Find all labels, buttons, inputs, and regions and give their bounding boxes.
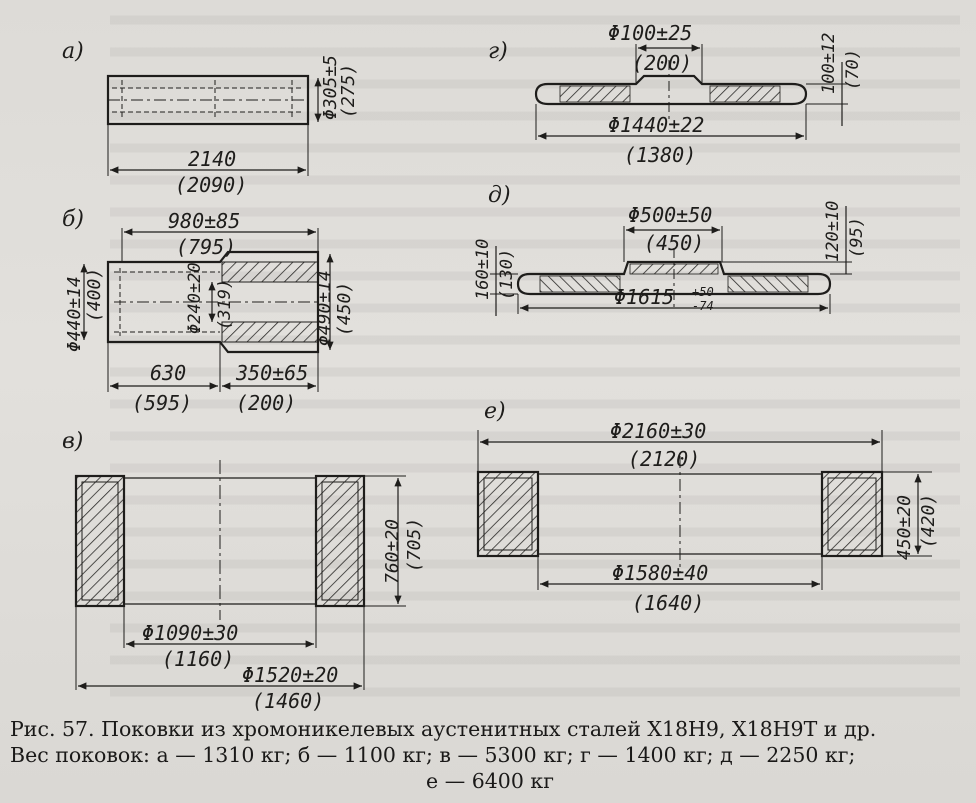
label-g: г) <box>488 39 508 64</box>
v-inner: Φ1090±30 <box>142 621 238 645</box>
b-left-diam-ref: (400) <box>84 268 105 322</box>
forging-g: г) Φ100±25 (200) 100±12 (70) Φ1440±22 (1… <box>488 21 863 167</box>
caption-line-3: е — 6400 кг <box>426 769 554 793</box>
v-inner-ref: (1160) <box>162 647 234 671</box>
forging-v: в) 760±20 (705) Φ1090±30 (1160) Φ1520±20… <box>62 429 425 712</box>
forging-d: д) Φ500±50 (450) 120±10 (95) 160±10 (130… <box>473 183 867 316</box>
figure-caption: Рис. 57. Поковки из хромоникелевых аусте… <box>10 716 970 794</box>
v-outer: Φ1520±20 <box>242 663 338 687</box>
b-right-diam-ref: (450) <box>334 282 355 336</box>
b-len1: 630 <box>150 361 186 385</box>
b-left-diam: Φ440±14 <box>64 276 85 352</box>
caption-line-1: Рис. 57. Поковки из хромоникелевых аусте… <box>10 717 877 741</box>
e-outer: Φ2160±30 <box>610 419 706 443</box>
forging-a: а) 2140 (2090) Φ305±5 (275) <box>62 39 359 197</box>
d-hub-ref: (450) <box>644 231 704 255</box>
e-height-ref: (420) <box>918 494 939 548</box>
bleed-through-text <box>0 0 976 712</box>
a-length: 2140 <box>188 147 236 171</box>
label-v: в) <box>62 429 83 454</box>
b-top-ref: (795) <box>176 235 236 259</box>
g-diam: Φ1440±22 <box>608 113 704 137</box>
b-top: 980±85 <box>168 209 240 233</box>
b-right-diam: Φ490±14 <box>314 270 335 346</box>
d-hub-h-ref: (95) <box>847 217 867 258</box>
label-a: а) <box>62 39 84 64</box>
g-hub: Φ100±25 <box>608 21 692 45</box>
b-len2: 350±65 <box>235 361 308 385</box>
g-diam-ref: (1380) <box>624 143 696 167</box>
v-height-ref: (705) <box>404 518 425 572</box>
d-hub-h: 120±10 <box>823 201 843 262</box>
a-diameter-ref: (275) <box>338 64 359 118</box>
g-thick: 100±12 <box>819 33 839 94</box>
label-e: е) <box>484 399 506 424</box>
v-height: 760±20 <box>382 519 403 584</box>
e-outer-ref: (2120) <box>628 447 700 471</box>
b-len1-ref: (595) <box>132 391 192 415</box>
a-diameter: Φ305±5 <box>320 55 341 120</box>
d-thick-ref: (130) <box>497 249 517 300</box>
b-bore: Φ240±20 <box>185 262 205 334</box>
e-inner: Φ1580±40 <box>612 561 708 585</box>
caption-line-2: Вес поковок: а — 1310 кг; б — 1100 кг; в… <box>10 743 856 767</box>
a-length-ref: (2090) <box>175 173 247 197</box>
d-thick: 160±10 <box>473 239 493 300</box>
forging-e: е) Φ2160±30 (2120) 450±20 (420) Φ1580±40… <box>476 399 939 615</box>
e-inner-ref: (1640) <box>632 591 704 615</box>
e-height: 450±20 <box>894 495 915 560</box>
d-diam-tol-up: +50 <box>692 285 714 299</box>
b-len2-ref: (200) <box>236 391 296 415</box>
d-diam: Φ1615 <box>614 285 674 309</box>
g-hub-ref: (200) <box>632 51 692 75</box>
d-diam-tol-dn: -74 <box>692 299 714 313</box>
label-d: д) <box>488 183 511 208</box>
forgings-figure: а) 2140 (2090) Φ305±5 (275) б) 980±85 (7… <box>0 0 976 712</box>
label-b: б) <box>62 207 84 232</box>
d-hub: Φ500±50 <box>628 203 712 227</box>
forging-b: б) 980±85 (795) Φ440±14 (400) Φ240±20 (3… <box>62 207 355 415</box>
g-thick-ref: (70) <box>843 49 863 90</box>
v-outer-ref: (1460) <box>252 689 324 712</box>
b-bore-ref: (319) <box>215 279 235 330</box>
